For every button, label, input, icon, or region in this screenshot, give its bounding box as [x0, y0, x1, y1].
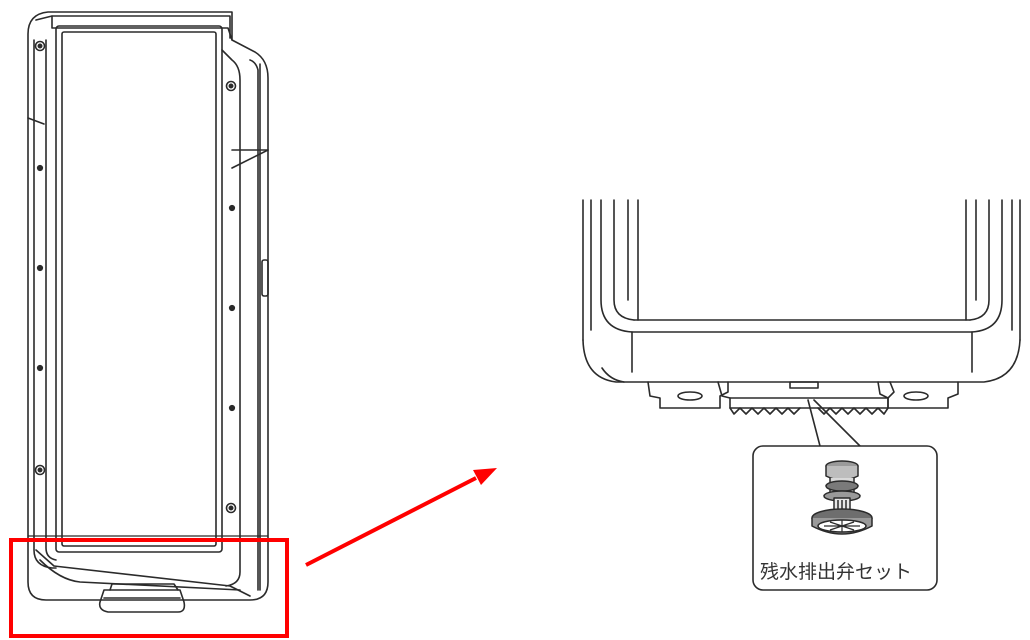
arrow-head-icon	[473, 468, 497, 485]
drain-valve-callout: 残水排出弁セット	[752, 445, 938, 591]
pointer-arrow	[305, 468, 497, 567]
screw-icon	[225, 502, 237, 514]
drain-valve-icon	[811, 460, 873, 535]
drain-housing	[717, 381, 895, 409]
unit-screws	[34, 40, 237, 514]
unit-top-cap	[35, 15, 231, 39]
screw-icon	[34, 40, 46, 52]
tank-base	[582, 339, 1021, 383]
highlight-box	[9, 538, 289, 638]
screw-icon	[34, 464, 46, 476]
unit-left-rail	[33, 39, 57, 569]
screw-icon	[225, 80, 237, 92]
unit-right-rail	[221, 49, 241, 587]
unit-front-panel	[55, 25, 223, 553]
tank-bottom-detail-view	[582, 199, 1021, 447]
unit-outer-frame	[27, 11, 269, 601]
callout-label: 残水排出弁セット	[760, 561, 912, 583]
unit-drain-tab	[98, 589, 186, 613]
tank-unit-front-view	[27, 11, 269, 613]
